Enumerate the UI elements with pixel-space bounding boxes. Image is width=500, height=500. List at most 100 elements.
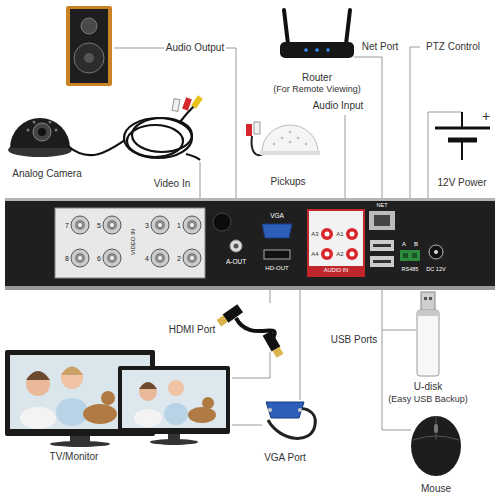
hdmi-cable-part [263,331,285,359]
audio-out-jack [213,213,242,252]
router-icon [280,10,354,58]
bnc-connector-block-part-part [110,256,114,260]
hdmi-cable-part-part [217,315,228,326]
tv-monitor-part [101,391,115,405]
bnc-connector-block-part-part [151,216,169,234]
port-label: HD-OUT [265,265,288,271]
monitor-small-part [139,382,157,389]
tv-monitor-part [50,441,110,447]
port-label: A1 [336,231,343,237]
tv-monitor-part [61,367,83,389]
port-label: 3 [145,222,149,229]
hdmi-cable-part [216,304,243,327]
bnc-connector-block-part-part [187,253,197,263]
router-icon-part [280,42,354,58]
net-port-part [369,211,395,230]
pickup-microphone-part [281,137,283,139]
monitor-small-part [134,409,162,427]
bnc-connector-block-part-part [155,253,165,263]
tv-monitor-part [83,404,117,424]
audio-in-block [308,210,364,276]
audio-in-block-part [346,248,358,260]
usb-port [370,240,394,267]
analog-camera-part [33,123,51,141]
leader-line-part [232,352,270,378]
leader-line-part [382,290,411,430]
port-label: A3 [311,231,318,237]
pickup-microphone-part [289,131,291,133]
mouse-icon-part [413,436,459,440]
analog-camera [8,118,72,157]
power-symbol-part [461,140,463,160]
callout-label: (For Remote Viewing) [273,85,360,94]
audio-in-block-part [325,232,330,237]
usb-port-part [373,260,391,263]
bnc-connector-block-part-part [78,256,82,260]
net-port [369,211,395,230]
audio-in-block-part [308,210,364,276]
mouse-icon-part [411,416,461,476]
bnc-connector-block-part-part [190,256,194,260]
mouse-icon [411,416,461,476]
dvr-panel [5,198,495,290]
vga-cable [266,402,315,438]
bnc-connector-block [55,208,205,278]
hdmi-port [264,250,290,259]
bnc-connector-block-part-part [110,223,114,227]
bnc-connector-block-part-part [107,220,117,230]
speaker-icon [66,6,112,86]
audio-in-block-part [321,228,333,240]
tv-monitor-part [61,367,83,376]
port-label: A [402,241,406,247]
callout-label: HDMI Port [169,325,216,335]
bnc-connector-block-part-part [103,216,121,234]
dc-jack [429,245,443,259]
dc-jack-part [429,245,443,259]
leader-line-part [300,290,301,400]
dvr-panel-part [5,198,495,201]
monitor-small [118,366,230,445]
analog-camera-part [49,121,52,124]
pickup-microphone-part [262,125,318,152]
callout-label: + [482,109,490,123]
camera-cable-part-part [124,118,192,158]
rs485-terminal [400,250,420,261]
monitor-small-part [139,383,157,401]
monitor-small-part [122,370,226,428]
usb-disk-part [417,310,439,316]
usb-port-part [373,244,391,247]
tv-monitor-part [56,398,88,426]
port-label: 2 [177,255,181,262]
leader-line-part [354,57,382,209]
callout-label: Analog Camera [12,169,81,179]
bnc-connector-block-part-part [155,220,165,230]
audio-out-jack-part [234,244,239,249]
monitor-small-part [202,397,214,409]
router-icon-part [346,10,350,44]
speaker-icon-part [84,53,94,63]
camera-cable-part [68,106,200,160]
power-symbol-part [435,127,490,130]
camera-cable-part [182,97,192,110]
port-label: 1 [177,222,181,229]
port-label: NET [377,203,388,209]
speaker-icon-part [70,9,108,83]
analog-camera-part [55,129,58,132]
port-label: A-OUT [226,259,246,266]
pickup-microphone-part [246,124,252,136]
bnc-connector-block-part-part [78,223,82,227]
usb-disk-part [421,292,435,312]
bnc-connector-block-part-part [183,249,201,267]
router-icon-part [284,10,288,44]
bnc-connector-block-part-part [103,249,121,267]
port-label: A4 [311,251,318,257]
monitor-small-part [188,407,216,423]
port-label: 5 [97,222,101,229]
tv-monitor-part [26,372,50,396]
bnc-connector-block-part-part [75,253,85,263]
bnc-connector-block-part-part [75,220,85,230]
callout-label: USB Ports [331,335,378,345]
audio-in-block-part [350,252,355,257]
